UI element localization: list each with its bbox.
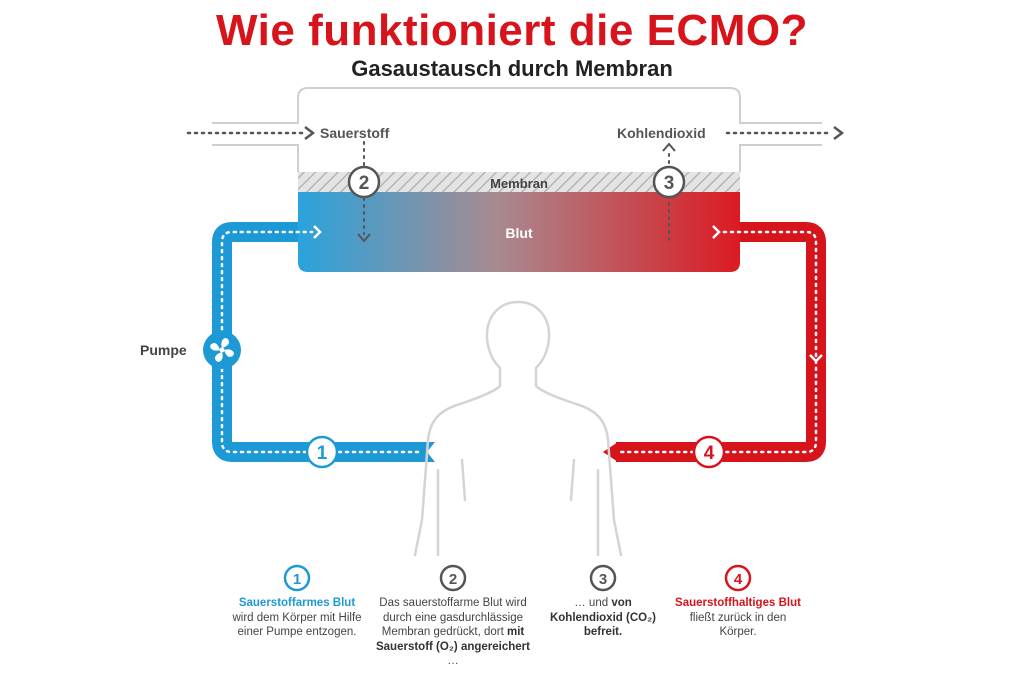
label-pumpe: Pumpe bbox=[140, 342, 187, 358]
housing-outline bbox=[212, 87, 822, 124]
human-arm-inner-left bbox=[460, 458, 467, 502]
red-tube-tip bbox=[603, 442, 618, 462]
blood-chamber bbox=[298, 192, 740, 272]
page-subtitle: Gasaustausch durch Membran bbox=[351, 56, 673, 81]
red-flow-dots bbox=[616, 230, 818, 454]
label-sauerstoff: Sauerstoff bbox=[320, 125, 390, 141]
gas-arrow-right bbox=[833, 126, 845, 140]
timeline-marker-2-text: 2 bbox=[449, 571, 457, 588]
step-2-bold: mit Sauerstoff (O₂) angereichert bbox=[375, 626, 530, 653]
step-4-description: Sauerstoffhaltiges Blut fließt zurück in… bbox=[675, 596, 801, 640]
marker-1 bbox=[305, 435, 339, 469]
fan-icon bbox=[203, 331, 241, 369]
timeline-marker-1 bbox=[283, 564, 311, 592]
step-3-description: … und von Kohlendioxid (CO₂) befreit. bbox=[540, 596, 666, 640]
marker-2-text: 2 bbox=[359, 173, 370, 194]
step-4-bold: Sauerstoffhaltiges Blut bbox=[675, 597, 801, 609]
step-1-description: Sauerstoffarmes Blut wird dem Körper mit… bbox=[232, 596, 362, 640]
label-blut: Blut bbox=[505, 225, 533, 241]
timeline-marker-2 bbox=[439, 564, 467, 592]
marker-3 bbox=[652, 165, 686, 199]
label-kohlendioxid: Kohlendioxid bbox=[617, 125, 706, 141]
step-3-bold: von Kohlendioxid (CO₂) befreit. bbox=[549, 597, 657, 638]
timeline-marker-1-text: 1 bbox=[293, 571, 301, 588]
timeline-marker-3 bbox=[589, 564, 617, 592]
marker-3-text: 3 bbox=[664, 173, 675, 194]
marker-1-text: 1 bbox=[317, 443, 328, 464]
gas-arrow-left bbox=[304, 126, 316, 140]
label-membran: Membran bbox=[490, 176, 548, 191]
housing-inner-left bbox=[212, 144, 299, 172]
step-3-text: … und bbox=[574, 597, 612, 609]
blue-arrow bbox=[313, 225, 322, 239]
housing-inner-right bbox=[739, 144, 822, 172]
marker-4 bbox=[692, 435, 726, 469]
step-4-text: fließt zurück in den Körper. bbox=[689, 611, 787, 639]
step-1-bold: Sauerstoffarmes Blut bbox=[238, 597, 356, 609]
step-1-text: wird dem Körper mit Hilfe einer Pumpe en… bbox=[232, 611, 362, 639]
marker-2 bbox=[347, 165, 381, 199]
step-2-description: Das sauerstoffarme Blut wird durch eine … bbox=[372, 596, 534, 669]
membrane-strip bbox=[298, 172, 740, 192]
red-arrow-mid bbox=[809, 354, 823, 363]
step-2-text: Das sauerstoffarme Blut wird durch eine … bbox=[379, 597, 527, 638]
timeline-marker-4 bbox=[724, 564, 752, 592]
oxygen-arrow bbox=[357, 233, 371, 243]
marker-4-text: 4 bbox=[704, 443, 715, 464]
timeline-marker-4-text: 4 bbox=[734, 571, 743, 588]
human-arm-inner-right bbox=[569, 458, 576, 502]
red-arrow-top bbox=[712, 225, 721, 239]
human-silhouette bbox=[413, 300, 623, 557]
co2-arrow bbox=[662, 142, 676, 152]
blue-tube-end bbox=[420, 442, 435, 462]
step-2-tail: … bbox=[447, 655, 459, 667]
timeline-marker-3-text: 3 bbox=[599, 571, 607, 588]
page-title: Wie funktioniert die ECMO? bbox=[216, 6, 808, 55]
